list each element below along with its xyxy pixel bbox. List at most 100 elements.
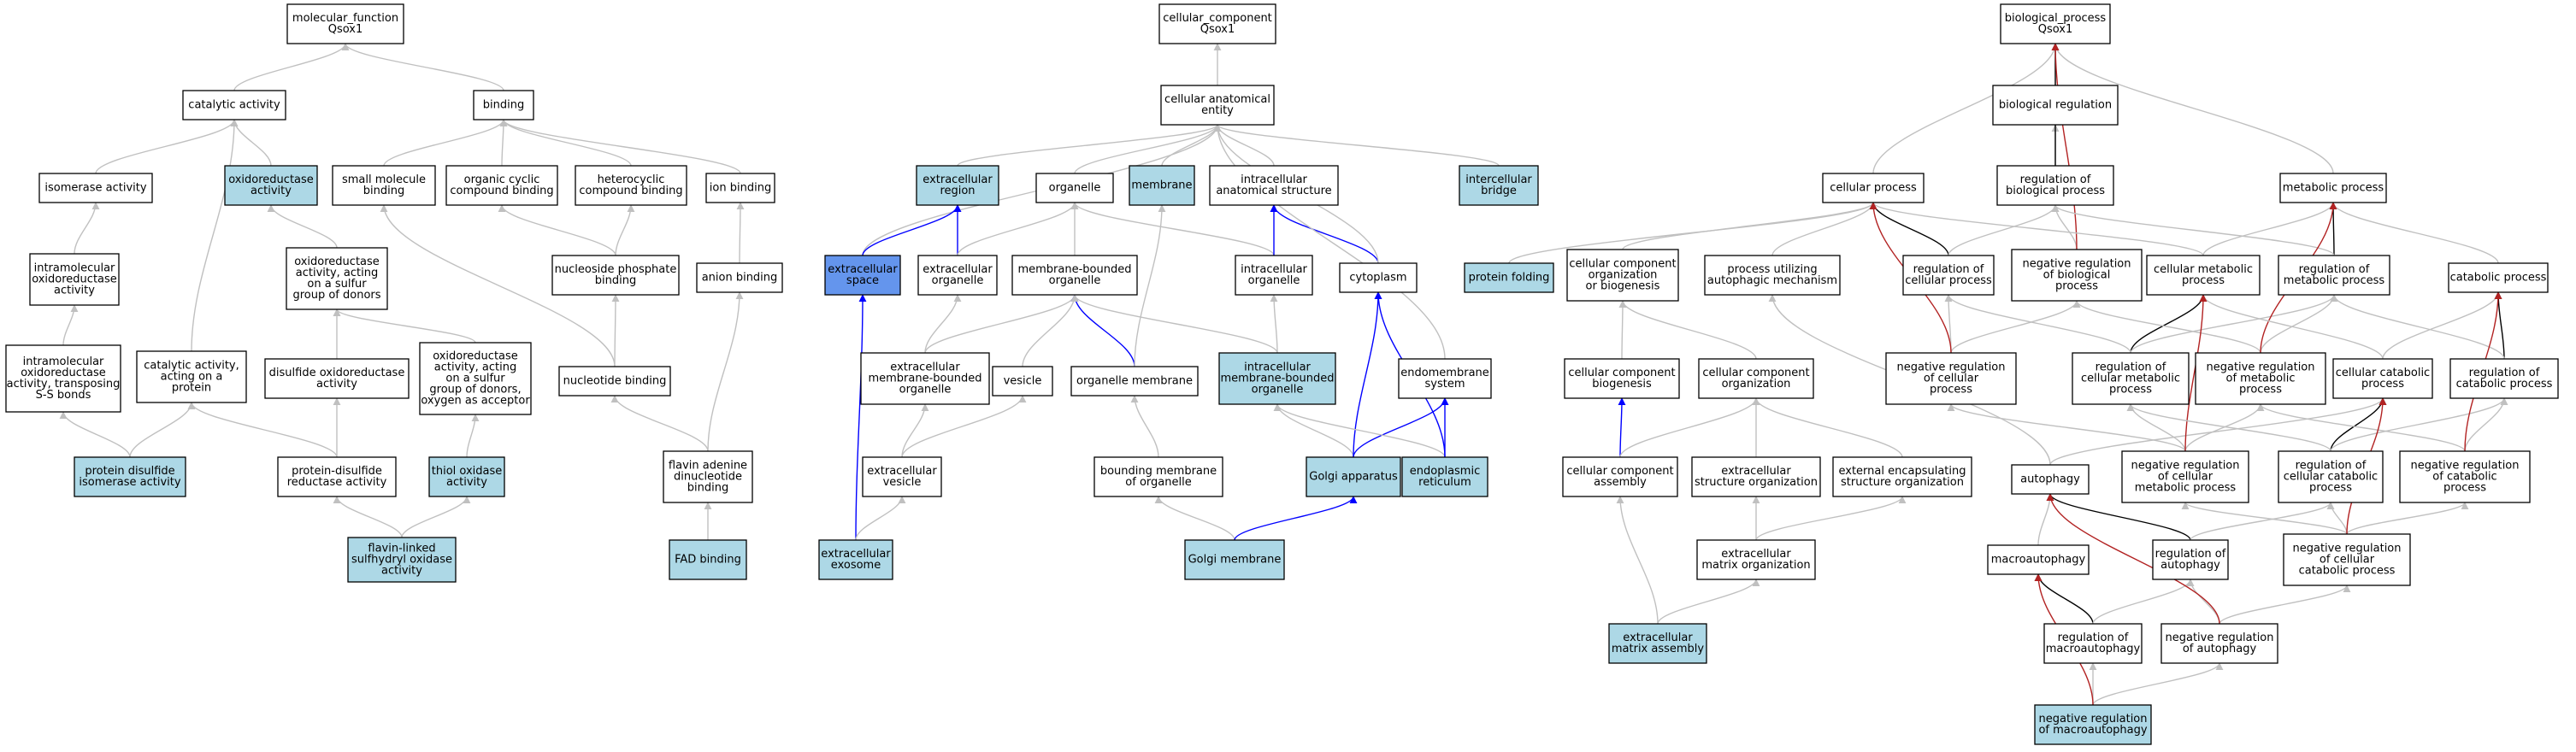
go-term-node-cytoplasm[interactable]: cytoplasm [1339, 262, 1418, 293]
node-label: cellular component [1568, 367, 1675, 379]
edge-fadbind_din-to-anion [707, 291, 744, 452]
go-term-node-isomerase[interactable]: isomerase activity [38, 173, 153, 203]
node-label: catalytic activity [188, 99, 280, 112]
go-term-node-macroautophagy[interactable]: macroautophagy [1987, 544, 2090, 575]
go-term-node-nucleotide[interactable]: nucleotide binding [558, 366, 671, 397]
go-term-node-fad[interactable]: FAD binding [669, 539, 747, 580]
node-label: activity [54, 285, 95, 297]
go-term-node-ionbinding[interactable]: ion binding [705, 173, 775, 203]
go-term-node-golgi[interactable]: Golgi apparatus [1306, 456, 1401, 497]
node-box [1992, 85, 2119, 126]
node-box [419, 342, 532, 415]
edge-oxidoreductase-to-catalytic [230, 119, 272, 167]
go-term-node-bioreg[interactable]: biological regulation [1992, 85, 2119, 126]
go-term-node-golgimemb[interactable]: Golgi membrane [1184, 539, 1285, 580]
node-label: oxidoreductase [433, 350, 518, 363]
node-box [1698, 358, 1814, 399]
edge-intracellmbo-to-intracellorg [1270, 294, 1278, 354]
node-box [2278, 450, 2384, 503]
go-term-node-anion[interactable]: anion binding [696, 262, 783, 293]
node-box [1093, 456, 1223, 497]
node-box [1564, 358, 1680, 399]
go-term-node-vesicle[interactable]: vesicle [992, 366, 1053, 397]
edge-ccob-to-cellproc [1622, 202, 1877, 250]
node-label: catabolic process [2299, 565, 2396, 578]
node-box [182, 90, 286, 120]
go-term-node-membrane[interactable]: membrane [1129, 165, 1195, 206]
go-term-node-organelle[interactable]: organelle [1035, 173, 1114, 203]
go-term-node-catab[interactable]: catabolic process [2448, 262, 2549, 293]
go-term-node-autophagy[interactable]: autophagy [2011, 464, 2090, 495]
edge-golgimemb-to-golgi [1234, 496, 1358, 541]
go-term-node-orgmembrane[interactable]: organelle membrane [1070, 366, 1199, 397]
go-term-node-metab[interactable]: metabolic process [2279, 173, 2387, 203]
go-term-node-binding[interactable]: binding [473, 90, 534, 120]
go-term-node-protfold[interactable]: protein folding [1464, 262, 1554, 293]
go-term-node-catalytic[interactable]: catalytic activity [182, 90, 286, 120]
go-term-node-cellproc[interactable]: cellular process [1822, 173, 1925, 203]
edge-extorganelle-to-organelle [957, 202, 1079, 256]
